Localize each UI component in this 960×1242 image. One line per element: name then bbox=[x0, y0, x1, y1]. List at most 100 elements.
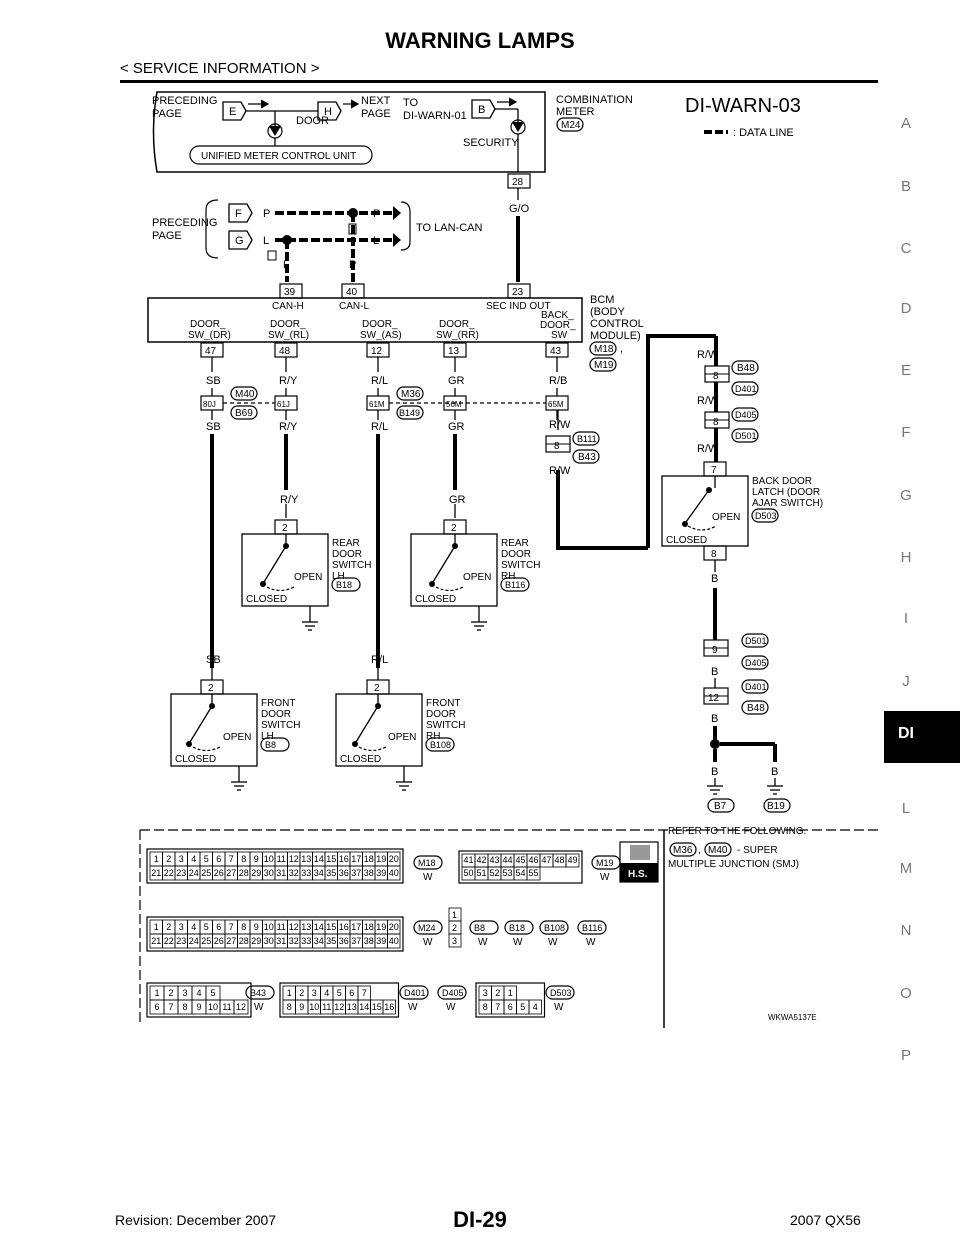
m24-color: W bbox=[423, 937, 433, 948]
bcm-pin-39: 39 bbox=[284, 287, 296, 298]
side-index-letter[interactable]: M bbox=[899, 860, 913, 877]
side-index-letter[interactable]: F bbox=[901, 424, 911, 441]
side-index-letter[interactable]: I bbox=[903, 610, 909, 627]
bcm-sec-ind-label: SEC IND OUT bbox=[486, 301, 550, 312]
bcm-title-2: (BODY bbox=[590, 306, 626, 318]
front-door-switch-lh-conn-bubble bbox=[260, 737, 290, 752]
door-lamp-label: DOOR bbox=[296, 115, 329, 127]
m24-code-bubble bbox=[413, 920, 443, 935]
m18-table-cell-label: 22 bbox=[164, 868, 174, 878]
wire-rw-3: R/W bbox=[697, 349, 719, 361]
connector-e-label: E bbox=[229, 106, 236, 118]
m24-table-cell-label: 32 bbox=[289, 936, 299, 946]
bcm-as-label-1: DOOR_ bbox=[362, 319, 398, 330]
wiring-diagram: PRECEDING PAGE E H NEXT PAGE TO DI-WARN-… bbox=[139, 91, 878, 1028]
front-door-switch-rh-dashed-arc bbox=[358, 746, 387, 752]
header-rule bbox=[120, 80, 878, 83]
m18-table-cell-label: 12 bbox=[289, 854, 299, 864]
side-index-letter[interactable]: G bbox=[900, 487, 912, 504]
d503-table-cell bbox=[528, 999, 542, 1015]
d401-table-cell-label: 1 bbox=[287, 988, 292, 998]
side-index-letter[interactable]: H bbox=[900, 549, 912, 566]
rear-door-switch-lh-open-label: OPEN bbox=[294, 572, 322, 583]
refer-conn-separator: , bbox=[698, 845, 701, 856]
side-index-letter[interactable]: A bbox=[900, 115, 911, 132]
latch-connector: D503 bbox=[755, 511, 777, 521]
refer-line-2: - SUPER bbox=[737, 845, 778, 856]
revision-date: Revision: December 2007 bbox=[115, 1212, 277, 1228]
m18-table-cell-label: 33 bbox=[301, 868, 311, 878]
front-door-switch-lh-contact-point bbox=[186, 741, 192, 747]
rear-door-switch-lh-name-line: LH bbox=[332, 571, 345, 582]
side-index-active-label[interactable]: DI bbox=[898, 725, 914, 742]
combination-meter-label-2: METER bbox=[556, 106, 595, 118]
side-index-letter[interactable]: C bbox=[900, 240, 912, 257]
m19-table-cell bbox=[565, 853, 580, 868]
smj-pin-label: 56M bbox=[446, 400, 462, 409]
section-index: A B C D E F G H I J DI L M N O P bbox=[884, 0, 960, 1242]
m18-table-cell bbox=[387, 865, 401, 881]
wire-rl-upper: R/L bbox=[371, 375, 388, 387]
m18-table-cell-label: 6 bbox=[216, 854, 221, 864]
diagram-code: DI-WARN-03 bbox=[685, 95, 801, 117]
bcm-title-1: BCM bbox=[590, 294, 614, 306]
bcm-pin-23: 23 bbox=[512, 287, 524, 298]
bcm-rr-label-2: SW_(RR) bbox=[436, 330, 479, 341]
bcm-back-label-3: SW bbox=[551, 330, 568, 341]
b43-pin: 8 bbox=[554, 441, 560, 452]
chain-pin-12: 12 bbox=[708, 693, 720, 704]
side-index-letter[interactable]: O bbox=[900, 985, 912, 1002]
small-conn-color-0: W bbox=[478, 937, 488, 948]
front-door-switch-lh-dashed-arc bbox=[192, 746, 221, 752]
reference-code: WKWA5137E bbox=[768, 1013, 817, 1022]
bcm-dr-label-2: SW_(DR) bbox=[188, 330, 231, 341]
d405-code-bubble bbox=[437, 985, 467, 1000]
lan-p-label-2: P bbox=[373, 208, 380, 220]
side-index-letter[interactable]: P bbox=[900, 1047, 911, 1064]
connector-h-label: H bbox=[324, 106, 332, 118]
chain-wire-b-2: B bbox=[711, 666, 718, 678]
front-door-switch-lh-name-line: SWITCH bbox=[261, 720, 300, 731]
rear-door-switch-lh-name-line: SWITCH bbox=[332, 560, 371, 571]
wire-gr-lower: GR bbox=[448, 421, 465, 433]
b43-table-cell-label: 2 bbox=[168, 988, 173, 998]
m18-table-cell-label: 15 bbox=[326, 854, 336, 864]
bcm-back-label-1: BACK_ bbox=[541, 310, 574, 321]
rear-door-switch-rh-open-label: OPEN bbox=[463, 572, 491, 583]
smj-conn-bubble bbox=[396, 386, 424, 401]
conn-d501-a: D501 bbox=[735, 431, 757, 441]
m24-table-cell-label: 4 bbox=[191, 922, 196, 932]
side-index-letter[interactable]: N bbox=[900, 922, 912, 939]
connector-e bbox=[222, 101, 247, 121]
rear-door-switch-rh-pin: 2 bbox=[451, 523, 457, 534]
rear-door-switch-rh-name-line: RH bbox=[501, 571, 515, 582]
vertical-wires bbox=[210, 334, 718, 680]
side-index-letter[interactable]: D bbox=[900, 300, 912, 317]
d503-table-cell-label: 7 bbox=[495, 1002, 500, 1012]
small-conn-color-2: W bbox=[548, 937, 558, 948]
vehicle-model: 2007 QX56 bbox=[790, 1212, 861, 1228]
side-index-letter[interactable]: B bbox=[900, 178, 911, 195]
security-lamp-label: SECURITY bbox=[463, 137, 519, 149]
m18-table-cell-label: 3 bbox=[179, 854, 184, 864]
refer-line-1: REFER TO THE FOLLOWING. bbox=[668, 826, 806, 837]
front-door-switch-lh-pin: 2 bbox=[208, 683, 214, 694]
wire-gr-rear: GR bbox=[449, 494, 466, 506]
latch-name-1: BACK DOOR bbox=[752, 476, 812, 487]
smj-pin-label: 65M bbox=[548, 400, 564, 409]
d503-table-cell-label: 1 bbox=[508, 988, 513, 998]
bcm-bottom-pin-number: 47 bbox=[205, 346, 217, 357]
m18-table-cell-label: 4 bbox=[191, 854, 196, 864]
meter-wire-color: G/O bbox=[509, 203, 530, 215]
side-index-letter[interactable]: J bbox=[902, 673, 910, 690]
bcm-as-label-2: SW_(AS) bbox=[360, 330, 402, 341]
rear-door-switch-rh-conn-bubble bbox=[500, 577, 530, 592]
m18-table-cell-label: 17 bbox=[351, 854, 361, 864]
conn-b48-a: B48 bbox=[737, 363, 755, 374]
m24-table-cell-label: 25 bbox=[201, 936, 211, 946]
side-index-letter[interactable]: L bbox=[901, 800, 911, 817]
m19-table-cell-label: 50 bbox=[463, 868, 473, 878]
side-index-letter[interactable]: E bbox=[900, 362, 911, 379]
m24-table-cell-label: 34 bbox=[314, 936, 324, 946]
